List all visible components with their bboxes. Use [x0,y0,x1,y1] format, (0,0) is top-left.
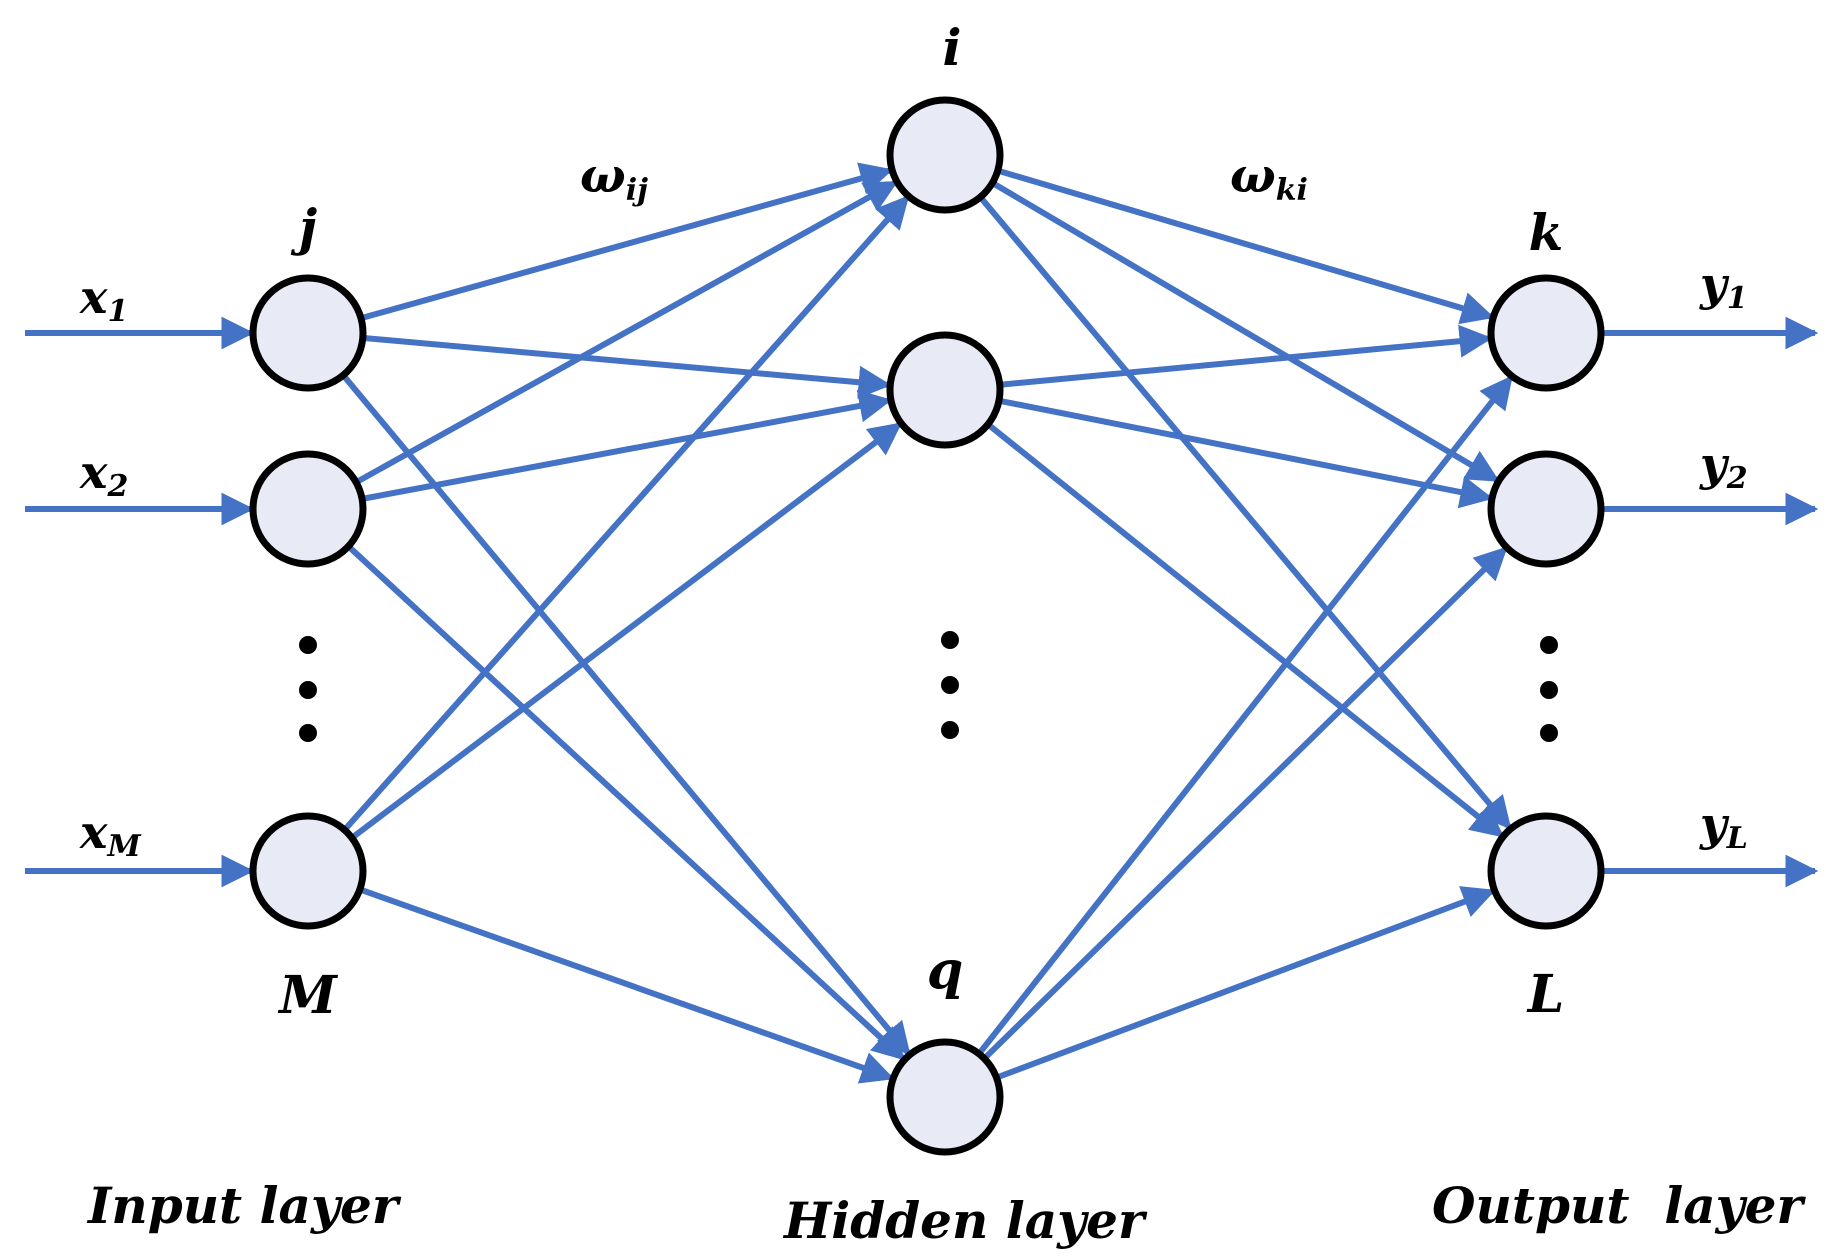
edge-hidden-2-output-2 [987,886,1496,1083]
edge-hidden-0-output-2 [973,189,1513,831]
hidden-ellipsis-dot-1 [941,631,959,649]
edge-hidden-0-output-1 [984,176,1500,484]
input-node-3 [249,812,367,930]
input-bottom-label: M [277,965,338,1026]
input-node-1 [249,274,367,392]
edge-input-2-hidden-2 [351,884,895,1084]
edge-input-0-hidden-0 [352,162,894,323]
edge-input-0-hidden-1 [353,334,892,399]
hidden-ellipsis [941,631,959,739]
edge-hidden-2-output-1 [977,545,1509,1066]
hidden-ellipsis-dot-3 [941,721,959,739]
output-top-label: k [1529,203,1564,262]
hidden-node-3 [886,1038,1004,1156]
input-top-label: j [290,198,317,257]
hidden-node-1 [886,96,1004,214]
edge-hidden-1-output-0 [990,324,1493,389]
input-label-1: x1 [79,270,128,329]
output-node-1 [1487,274,1605,392]
output-ellipsis-dot-3 [1540,724,1558,742]
edge-input-0-hidden-2 [336,367,912,1057]
input-ellipsis-dot-1 [299,636,317,654]
connections [336,162,1514,1084]
input-ellipsis-dot-2 [299,681,317,699]
edge-hidden-1-output-1 [990,396,1494,509]
edge-input-1-hidden-2 [341,539,907,1062]
edge-hidden-2-output-0 [972,374,1514,1062]
edge-input-1-hidden-0 [347,179,899,489]
output-label-l: yL [1699,797,1748,856]
input-label-2: x2 [79,445,128,504]
output-bottom-label: L [1526,964,1565,1025]
edge-hidden-0-output-0 [988,165,1495,325]
output-ellipsis [1540,636,1558,742]
output-layer-title: Output layer [1432,1176,1806,1235]
hidden-node-2 [886,331,1004,449]
output-node-3 [1487,812,1605,930]
hidden-ellipsis-dot-2 [941,676,959,694]
input-ellipsis [299,636,317,742]
output-label-2: y2 [1699,437,1748,496]
edge-input-2-hidden-0 [337,194,911,838]
input-label-m: xM [79,805,141,864]
input-layer-title: Input layer [86,1176,402,1235]
output-ellipsis-dot-1 [1540,636,1558,654]
input-node-2 [249,450,367,568]
edge-input-1-hidden-1 [353,389,893,504]
hidden-top-label: i [943,18,962,77]
weight-label-ki: ωki [1230,148,1308,208]
weight-label-ij: ωij [580,148,648,208]
ellipsis-dots [299,631,1558,742]
edge-input-2-hidden-1 [344,421,903,845]
output-label-1: y1 [1699,257,1748,316]
nodes [249,96,1605,1156]
output-ellipsis-dot-2 [1540,681,1558,699]
input-ellipsis-dot-3 [299,724,317,742]
hidden-layer-title: Hidden layer [782,1191,1148,1250]
io-arrows [25,316,1819,888]
edge-hidden-1-output-2 [980,417,1505,839]
output-node-2 [1487,450,1605,568]
hidden-bottom-label: q [927,940,963,1001]
